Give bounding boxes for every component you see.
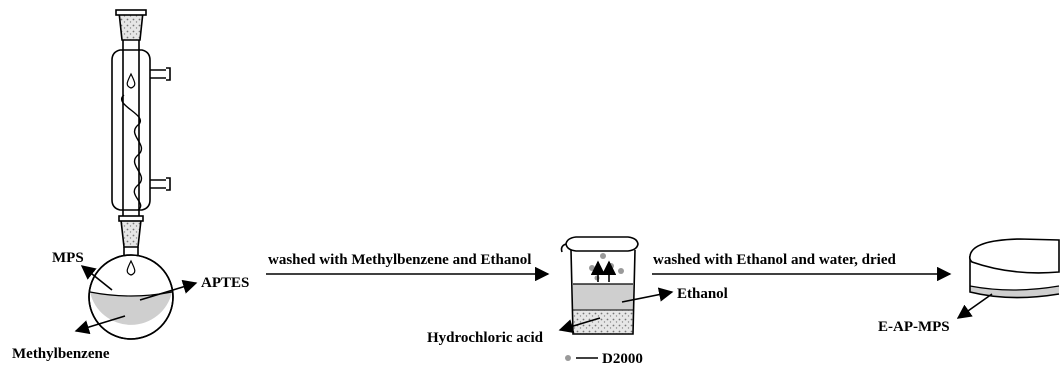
hydrochloric-acid-arrow — [558, 317, 601, 334]
label-hydrochloric-acid: Hydrochloric acid — [427, 330, 544, 346]
beaker-ethanol — [573, 284, 633, 310]
beaker — [560, 236, 639, 335]
methylbenzene-arrow — [74, 315, 126, 335]
step1-label: washed with Methylbenzene and Ethanol — [268, 252, 531, 268]
beaker-sediment — [573, 310, 633, 334]
label-product: E-AP-MPS — [878, 319, 950, 335]
label-aptes: APTES — [201, 275, 249, 291]
aptes-arrow — [139, 279, 198, 301]
beaker-rim — [565, 236, 639, 252]
flask-annotations — [74, 265, 198, 335]
step2-label: washed with Ethanol and water, dried — [653, 252, 896, 268]
drop-icon-flask — [126, 259, 136, 276]
reflux-apparatus — [88, 9, 174, 340]
dish-body — [969, 256, 1060, 299]
legend-particle-icon — [565, 355, 571, 361]
beaker-annotations — [558, 287, 674, 334]
dish-rim — [968, 238, 1060, 274]
product-arrow — [956, 293, 993, 319]
legend-d2000: D2000 — [565, 351, 643, 367]
water-inlet-nozzle — [150, 177, 171, 191]
label-ethanol: Ethanol — [677, 286, 728, 302]
petri-dish — [968, 238, 1060, 299]
mps-arrow — [80, 265, 113, 291]
beaker-body — [570, 249, 636, 335]
condenser-coil — [121, 94, 143, 211]
top-stopper — [115, 9, 147, 41]
flask-liquid — [90, 292, 172, 325]
condenser-jacket — [111, 49, 151, 211]
label-mps: MPS — [52, 250, 84, 266]
joint-stopper — [120, 219, 142, 248]
label-methylbenzene: Methylbenzene — [12, 346, 110, 362]
ethanol-arrow — [621, 287, 674, 303]
water-outlet-nozzle — [150, 67, 171, 81]
label-d2000: D2000 — [602, 351, 643, 367]
condenser-tube — [122, 40, 140, 218]
drop-icon-condenser — [126, 72, 136, 89]
beaker-particles — [589, 253, 624, 281]
